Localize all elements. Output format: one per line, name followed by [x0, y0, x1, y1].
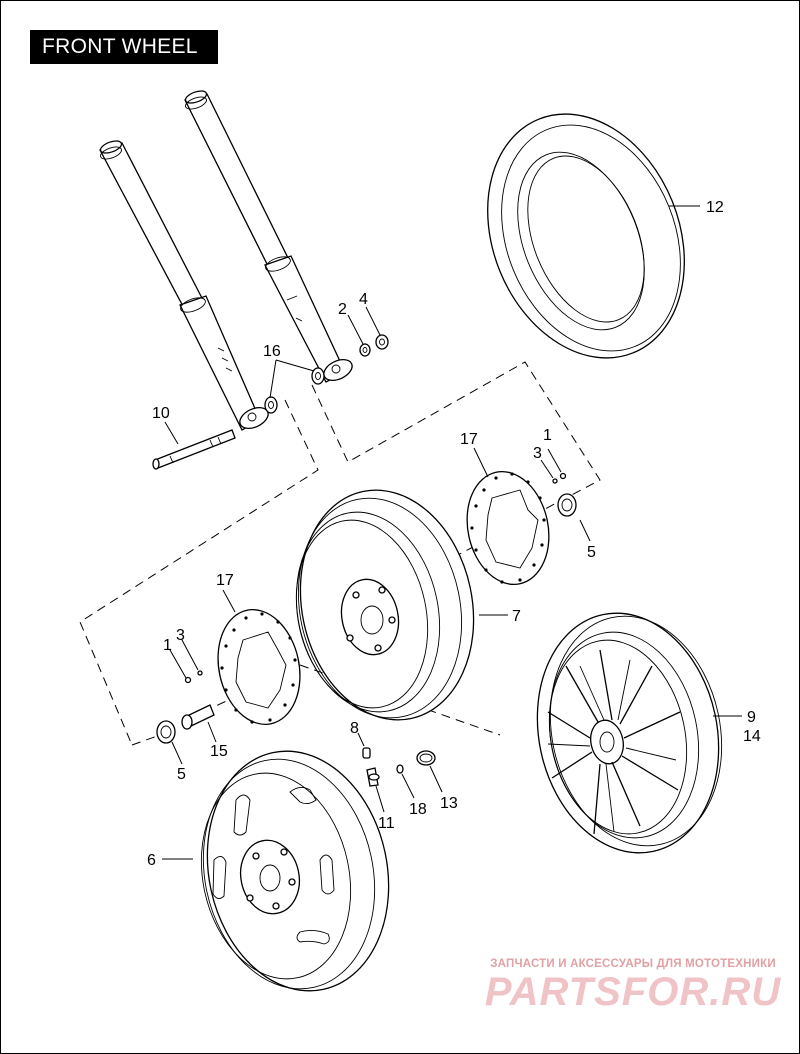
- lower-rotor-hardware: [184, 670, 203, 684]
- callout-10: 10: [152, 405, 170, 422]
- leader-lines: [162, 205, 742, 860]
- valve-clip-and-ring: [396, 750, 436, 774]
- page-title: FRONT WHEEL: [30, 30, 218, 64]
- callout-17-lower: 17: [216, 572, 234, 589]
- callout-labels: 12 2 4 16 10 17 1 3 5 7 17 1 3 5 15 8 11…: [147, 199, 761, 869]
- callout-15: 15: [210, 743, 228, 760]
- callout-11: 11: [378, 815, 395, 832]
- disc-wheel: [200, 750, 390, 992]
- callout-1-upper: 1: [543, 427, 552, 444]
- right-fork-leg: [184, 90, 353, 383]
- callout-2: 2: [338, 301, 347, 318]
- cast-wheel-center: [295, 489, 475, 721]
- watermark-logo: PARTSFOR.RU: [484, 970, 782, 1014]
- callout-5-upper: 5: [587, 544, 596, 561]
- front-axle: [152, 429, 236, 470]
- callout-3-lower: 3: [176, 627, 185, 644]
- callout-13: 13: [440, 795, 458, 812]
- axle-washer-and-nut: [359, 334, 389, 357]
- callout-18: 18: [409, 801, 427, 818]
- upper-rotor-hardware: [552, 472, 577, 517]
- callout-6: 6: [147, 852, 156, 869]
- lower-brake-rotor: [217, 609, 301, 725]
- callout-7: 7: [512, 608, 521, 625]
- tire: [487, 113, 685, 359]
- left-fork-leg: [99, 140, 269, 431]
- callout-1-lower: 1: [163, 637, 172, 654]
- spacers: [264, 367, 325, 414]
- callout-9: 9: [747, 709, 756, 726]
- callout-4: 4: [359, 291, 368, 308]
- watermark-tagline: ЗАПЧАСТИ И АКСЕССУАРЫ ДЛЯ МОТОТЕХНИКИ: [490, 958, 776, 970]
- lower-bearing-and-spacer: [156, 704, 215, 744]
- callout-16: 16: [263, 343, 281, 360]
- callout-12: 12: [706, 199, 724, 216]
- callout-8: 8: [350, 720, 359, 737]
- valve-stem-parts: [362, 747, 380, 787]
- spoked-wheel: [536, 612, 723, 854]
- callout-3-upper: 3: [533, 445, 542, 462]
- callout-17-upper: 17: [460, 431, 478, 448]
- callout-5-lower: 5: [177, 766, 186, 783]
- callout-14: 14: [743, 728, 761, 745]
- upper-brake-rotor: [466, 470, 550, 586]
